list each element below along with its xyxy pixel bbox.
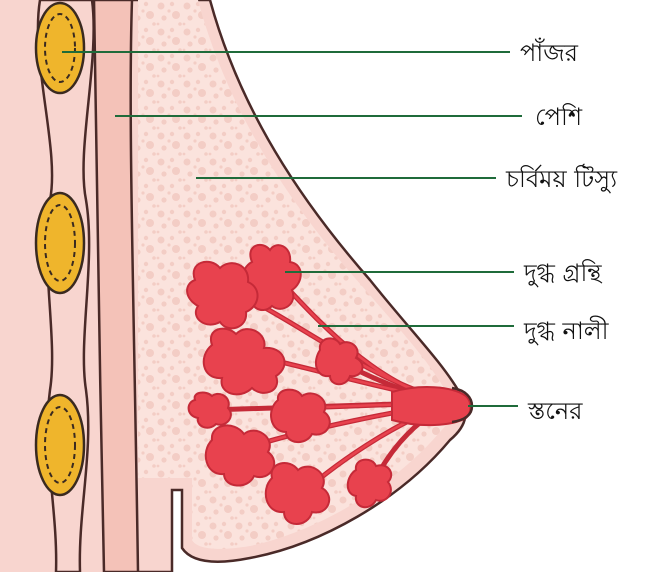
rib-icon-3 [36, 395, 84, 495]
label-milk-glands: দুগ্ধ গ্রন্থি [514, 252, 612, 294]
rib-icon-2 [36, 193, 84, 293]
label-nipple: স্তনের [518, 390, 592, 432]
rib-icon-1 [36, 3, 84, 93]
label-fatty-tissue: চর্বিময় টিস্যু [496, 158, 627, 200]
label-muscle: পেশি [525, 96, 592, 138]
label-rib: পাঁজর [510, 32, 588, 74]
label-milk-duct: দুগ্ধ নালী [514, 310, 619, 352]
